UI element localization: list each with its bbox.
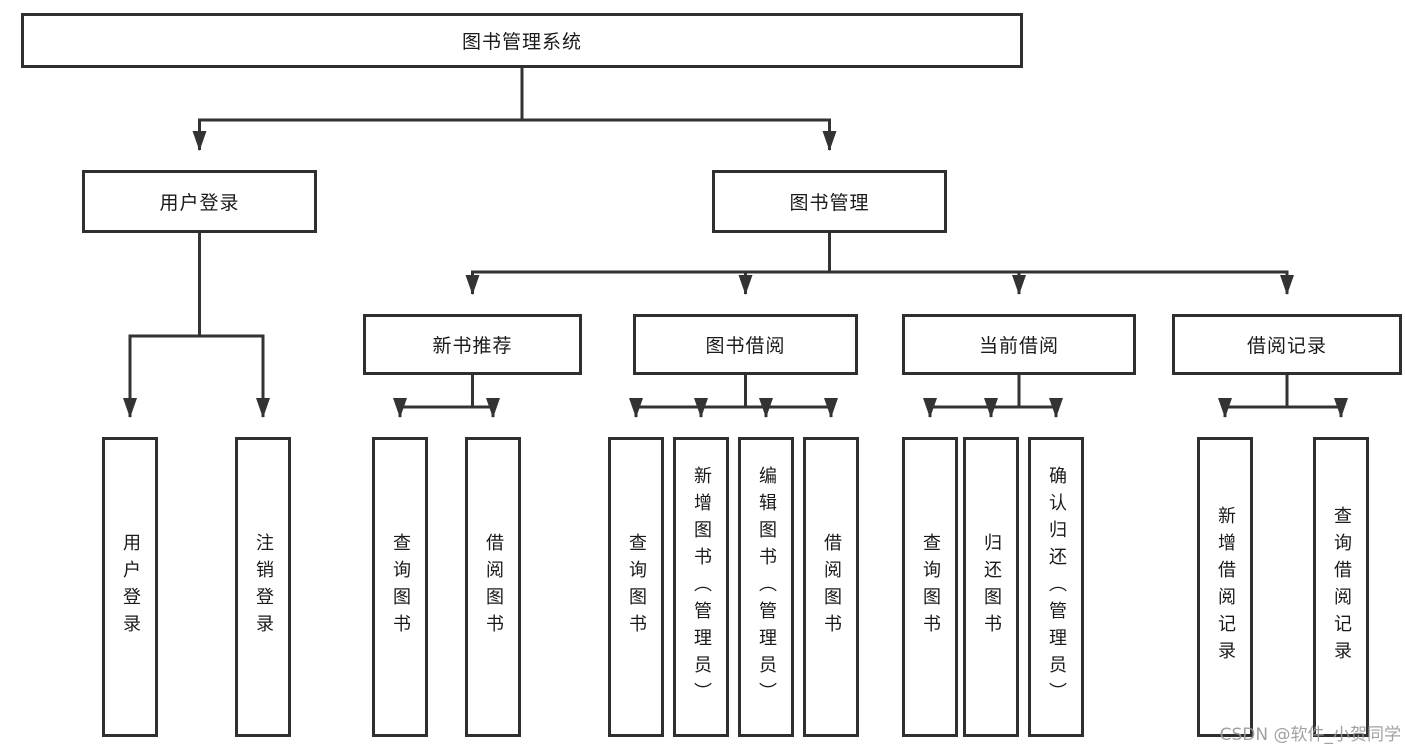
leaf-return-books: 归还图书 — [963, 437, 1019, 737]
leaf-borrow-books: 借阅图书 — [803, 437, 859, 737]
leaf-label: 查询图书 — [626, 533, 647, 641]
node-current-borrowing: 当前借阅 — [902, 314, 1136, 375]
node-book-borrowing: 图书借阅 — [633, 314, 858, 375]
leaf-add-borrow-record: 新增借阅记录 — [1197, 437, 1253, 737]
leaf-add-books-admin: 新增图书（管理员） — [673, 437, 729, 737]
leaf-logout: 注销登录 — [235, 437, 291, 737]
leaf-confirm-return-admin: 确认归还（管理员） — [1028, 437, 1084, 737]
leaf-label: 归还图书 — [981, 533, 1002, 641]
leaf-label: 查询图书 — [920, 533, 941, 641]
leaf-label: 新增图书（管理员） — [691, 465, 712, 709]
leaf-label: 借阅图书 — [821, 533, 842, 641]
leaf-label: 编辑图书（管理员） — [756, 465, 777, 709]
node-library-management-system: 图书管理系统 — [21, 13, 1023, 68]
leaf-borrow-books-recommend: 借阅图书 — [465, 437, 521, 737]
leaf-user-login: 用户登录 — [102, 437, 158, 737]
node-book-management-branch: 图书管理 — [712, 170, 947, 233]
leaf-label: 用户登录 — [120, 533, 141, 641]
leaf-label: 借阅图书 — [483, 533, 504, 641]
node-borrowing-records: 借阅记录 — [1172, 314, 1402, 375]
leaf-label: 新增借阅记录 — [1215, 506, 1236, 668]
leaf-label: 注销登录 — [253, 533, 274, 641]
leaf-query-books-borrowing: 查询图书 — [608, 437, 664, 737]
leaf-query-books-recommend: 查询图书 — [372, 437, 428, 737]
node-new-book-recommendation: 新书推荐 — [363, 314, 582, 375]
leaf-query-borrow-record: 查询借阅记录 — [1313, 437, 1369, 737]
leaf-label: 查询借阅记录 — [1331, 506, 1352, 668]
leaf-edit-books-admin: 编辑图书（管理员） — [738, 437, 794, 737]
csdn-watermark: CSDN @软件_小贺同学 — [1219, 725, 1401, 745]
node-user-login-branch: 用户登录 — [82, 170, 317, 233]
leaf-label: 查询图书 — [390, 533, 411, 641]
leaf-label: 确认归还（管理员） — [1046, 465, 1067, 709]
leaf-query-books-current: 查询图书 — [902, 437, 958, 737]
